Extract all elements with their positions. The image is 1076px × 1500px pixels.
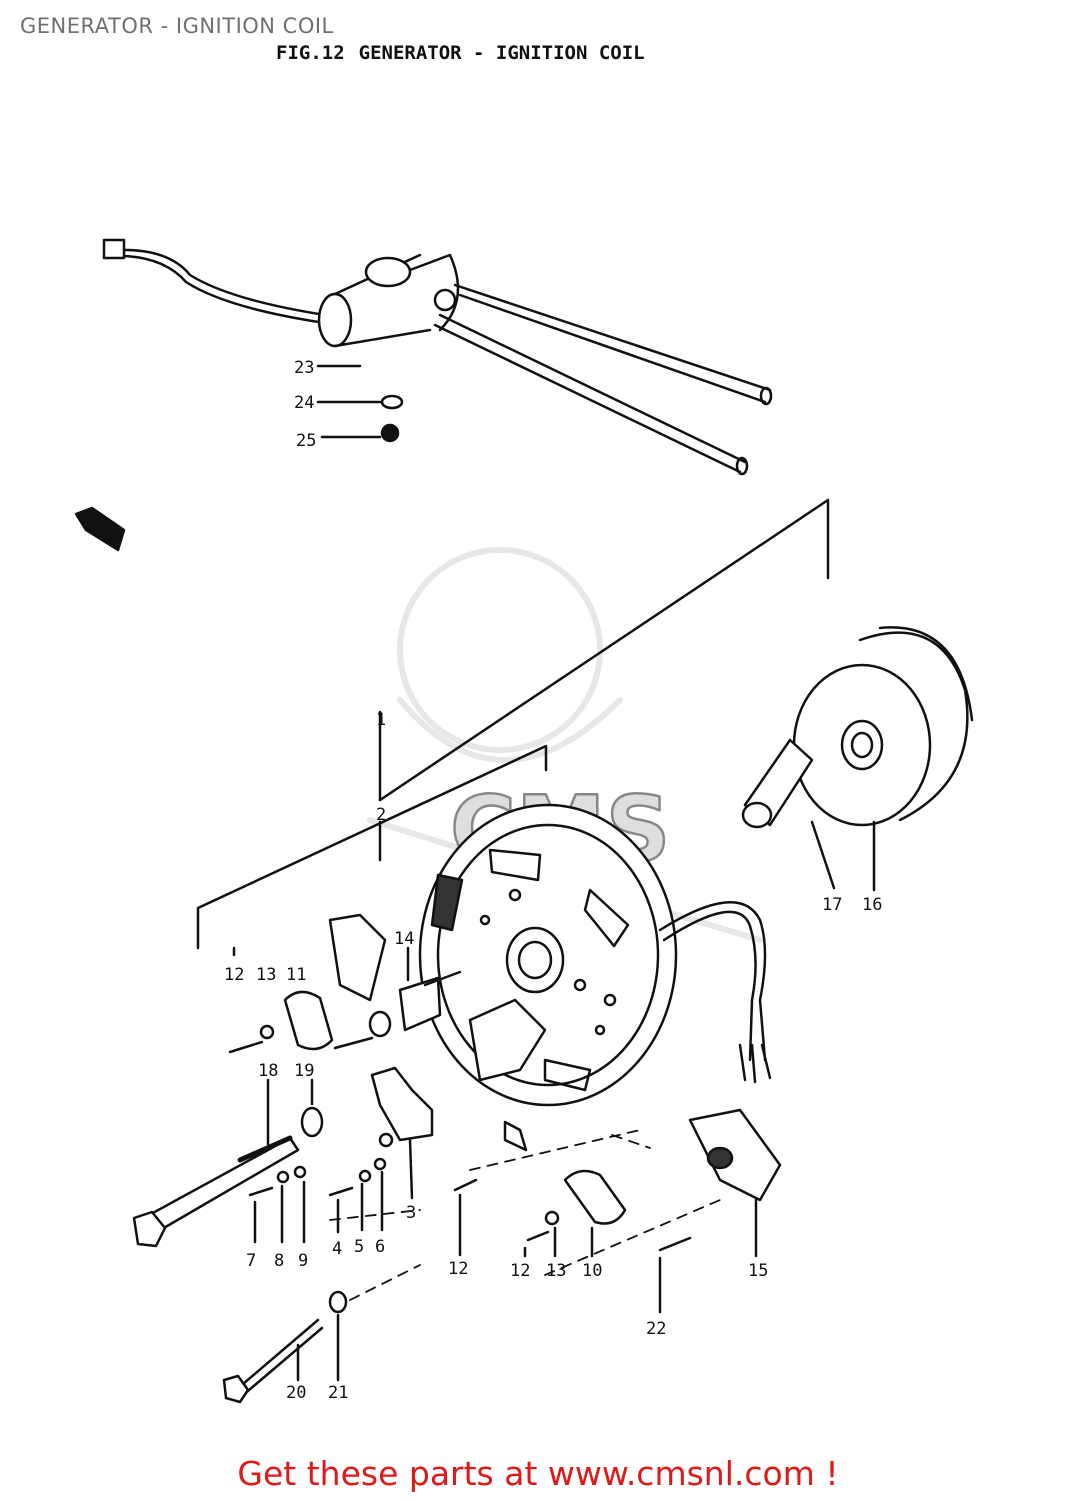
part-label-16: 16 (862, 895, 882, 915)
part-label-23: 23 (294, 358, 314, 378)
part-label-18: 18 (258, 1061, 278, 1081)
breaker-parts (132, 913, 782, 1404)
rotor-bolt (741, 738, 836, 890)
part-label-21: 21 (328, 1383, 348, 1403)
forward-arrow-icon (74, 506, 126, 552)
figure-title: FIG.12 GENERATOR - IGNITION COIL (276, 42, 659, 64)
assembly-brackets (196, 498, 830, 957)
rotor (792, 626, 974, 892)
part-label-24: 24 (294, 393, 314, 413)
page-title: GENERATOR - IGNITION COIL (20, 14, 334, 38)
stator-plate (418, 803, 772, 1107)
part-label-3: 3 (406, 1203, 416, 1223)
part-label-17: 17 (822, 895, 842, 915)
part-label-13-a: 13 (256, 965, 276, 985)
ignition-coil (102, 238, 773, 476)
part-label-1: 1 (376, 710, 386, 730)
part-label-20: 20 (286, 1383, 306, 1403)
part-label-2: 2 (376, 805, 386, 825)
part-label-7: 7 (246, 1251, 256, 1271)
part-label-11: 11 (286, 965, 306, 985)
part-label-6: 6 (375, 1237, 385, 1257)
part-label-22: 22 (646, 1319, 666, 1339)
part-label-5: 5 (354, 1237, 364, 1257)
part-label-15: 15 (748, 1261, 768, 1281)
part-label-19: 19 (294, 1061, 314, 1081)
part-label-12-b: 12 (448, 1259, 468, 1279)
part-label-4: 4 (332, 1239, 342, 1259)
part-label-8: 8 (274, 1251, 284, 1271)
part-label-13-b: 13 (546, 1261, 566, 1281)
part-label-25: 25 (296, 431, 316, 451)
part-label-9: 9 (298, 1251, 308, 1271)
part-label-10: 10 (582, 1261, 602, 1281)
part-label-12-c: 12 (510, 1261, 530, 1281)
alignment-lines (329, 1129, 721, 1301)
footer-link[interactable]: Get these parts at www.cmsnl.com ! (237, 1454, 839, 1493)
part-label-12-a: 12 (224, 965, 244, 985)
figure-caption: GENERATOR - IGNITION COIL (358, 42, 645, 64)
part-label-14: 14 (394, 929, 414, 949)
figure-number: FIG.12 (276, 42, 345, 64)
part-labels: 23 24 25 1 2 17 16 12 13 11 14 18 19 3 7… (224, 358, 882, 1403)
